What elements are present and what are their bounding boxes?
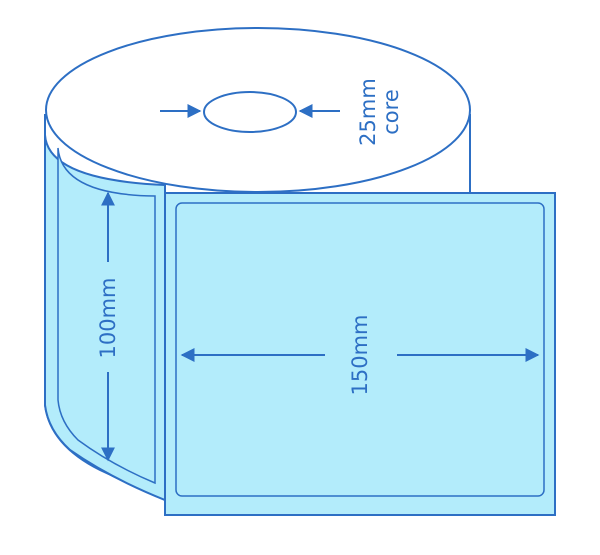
core-hole — [203, 91, 297, 133]
wrapped-label-inner — [57, 147, 156, 485]
core-word-label: core — [379, 89, 403, 135]
height-label: 100mm — [96, 278, 120, 359]
width-label: 150mm — [348, 315, 372, 396]
label-front — [175, 202, 545, 497]
core-size-label: 25mm — [356, 78, 380, 146]
